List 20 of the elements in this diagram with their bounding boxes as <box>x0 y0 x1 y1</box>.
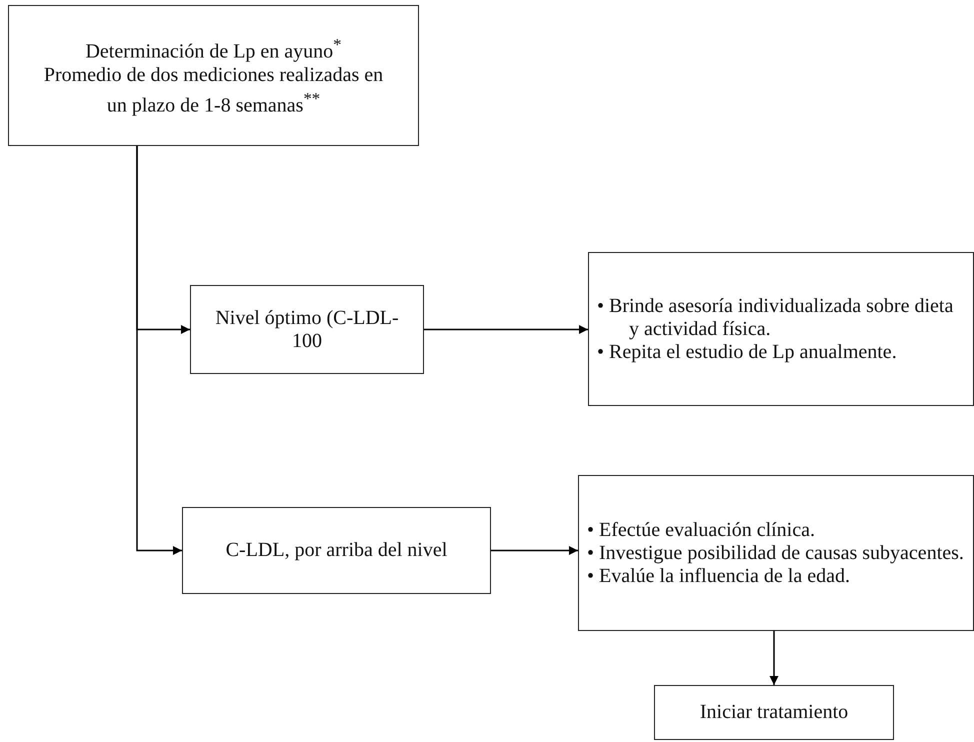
process-box <box>588 252 974 406</box>
process-box <box>578 475 974 631</box>
process-box <box>190 285 424 374</box>
arrow <box>424 325 588 334</box>
arrow <box>770 631 778 685</box>
bullet-item: • Brinde asesoría individualizada sobre dieta y actividad física. <box>597 294 954 340</box>
arrow <box>491 546 578 555</box>
process-box <box>8 5 419 146</box>
process-box <box>182 507 491 594</box>
bullet-item: • Investigue posibilidad de causas subyacentes. <box>587 542 965 564</box>
bullet-item: • Repita el estudio de Lp anualmente. <box>597 340 898 364</box>
box-text: C-LDL, por arriba del nivel <box>226 539 448 562</box>
bullet-item: • Efectúe evaluación clínica. <box>587 518 816 542</box>
arrow <box>136 146 182 555</box>
box-text: Iniciar tratamiento <box>700 701 848 724</box>
box-text: Nivel óptimo (C-LDL- 100 <box>214 306 400 352</box>
box-text: Promedio de dos mediciones realizadas en un plazo de 1-8 semanas$^{**}$ <box>42 64 384 118</box>
box-text: Determinación de Lp en ayuno$^{*}$ <box>85 34 342 64</box>
bullet-item: • Evalúe la influencia de la edad. <box>587 564 851 588</box>
process-box <box>654 685 894 740</box>
